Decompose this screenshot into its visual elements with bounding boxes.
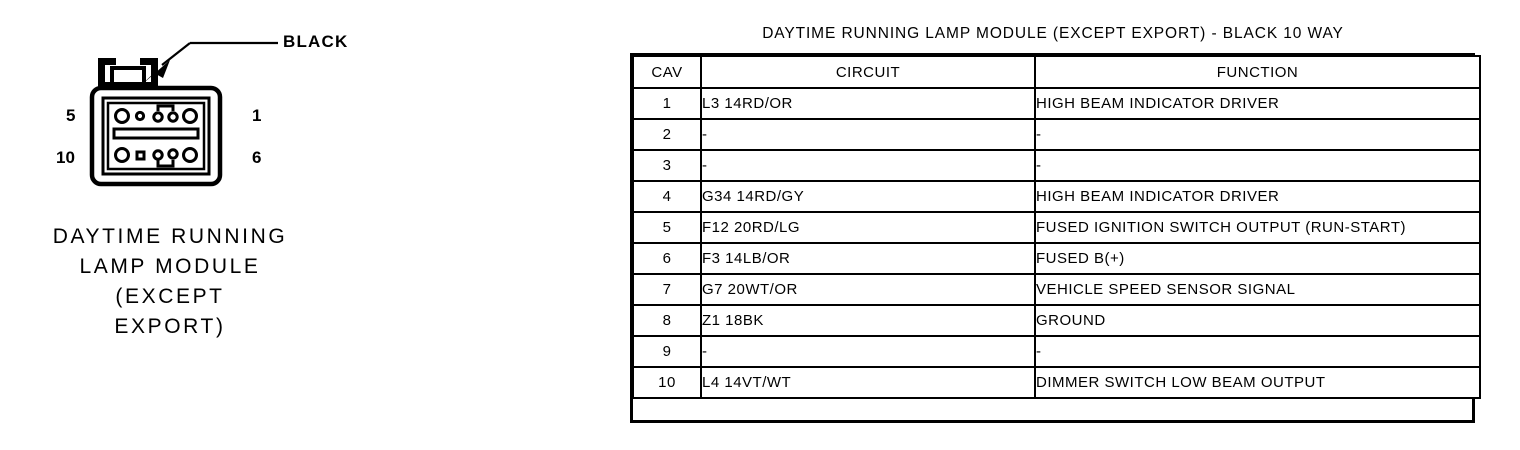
cell-cav: 8 [632, 304, 702, 337]
header-circuit: CIRCUIT [700, 55, 1036, 89]
connector-top-key-notch [156, 104, 175, 111]
cavity-2 [167, 111, 179, 123]
connector-divider-bar [112, 127, 200, 140]
cell-cav: 5 [632, 211, 702, 244]
cell-circuit: F12 20RD/LG [700, 211, 1036, 244]
cell-circuit: L3 14RD/OR [700, 87, 1036, 120]
caption-line-4: EXPORT) [114, 315, 226, 338]
cell-cav: 3 [632, 149, 702, 182]
arrow-pointer-icon [138, 60, 170, 88]
cell-function: - [1034, 118, 1481, 151]
pinout-table-header: CAV CIRCUIT FUNCTION [632, 55, 1481, 89]
black-callout-leader [138, 41, 278, 88]
cell-function: FUSED IGNITION SWITCH OUTPUT (RUN-START) [1034, 211, 1481, 244]
cell-circuit: F3 14LB/OR [700, 242, 1036, 275]
cell-cav: 9 [632, 335, 702, 368]
table-row: 3-- [632, 149, 1481, 182]
pinout-table-title: DAYTIME RUNNING LAMP MODULE (EXCEPT EXPO… [762, 25, 1344, 42]
cavity-3 [152, 111, 164, 123]
pin-number-6: 6 [252, 148, 262, 167]
pin-number-5: 5 [66, 106, 76, 125]
cell-circuit: Z1 18BK [700, 304, 1036, 337]
connector-figure: BLACK 5 10 1 6 [30, 10, 347, 200]
leader-diagonal-segment [161, 42, 191, 66]
cell-function: GROUND [1034, 304, 1481, 337]
connector-body-drawing [89, 58, 223, 187]
cell-cav: 7 [632, 273, 702, 306]
connector-caption: DAYTIME RUNNING LAMP MODULE (EXCEPT EXPO… [0, 222, 340, 342]
caption-line-3: (EXCEPT [115, 285, 225, 308]
cell-cav: 2 [632, 118, 702, 151]
cell-cav: 10 [632, 366, 702, 399]
header-function: FUNCTION [1034, 55, 1481, 89]
cavity-7 [167, 148, 179, 160]
cavity-9 [135, 150, 146, 161]
table-row: 9-- [632, 335, 1481, 368]
cell-function: - [1034, 149, 1481, 182]
cell-cav: 1 [632, 87, 702, 120]
cell-function: HIGH BEAM INDICATOR DRIVER [1034, 180, 1481, 213]
pin-number-10: 10 [56, 148, 75, 167]
connector-left-tab-icon [98, 58, 116, 88]
cell-function: - [1034, 335, 1481, 368]
pinout-table-panel: DAYTIME RUNNING LAMP MODULE (EXCEPT EXPO… [630, 0, 1520, 450]
cell-circuit: L4 14VT/WT [700, 366, 1036, 399]
cell-circuit: G7 20WT/OR [700, 273, 1036, 306]
caption-line-1: DAYTIME RUNNING [52, 225, 288, 248]
cavity-8 [152, 149, 164, 161]
cell-cav: 6 [632, 242, 702, 275]
cavity-6 [182, 147, 198, 163]
cell-function: HIGH BEAM INDICATOR DRIVER [1034, 87, 1481, 120]
connector-bottom-key-notch [156, 160, 175, 168]
connector-right-tab-icon [140, 58, 158, 88]
cell-cav: 4 [632, 180, 702, 213]
cavity-5 [114, 108, 130, 124]
cavity-4 [134, 110, 146, 122]
pin-number-1: 1 [252, 106, 262, 125]
caption-line-2: LAMP MODULE [79, 255, 261, 278]
cell-circuit: - [700, 118, 1036, 151]
black-connector-callout-label: BLACK [283, 32, 349, 51]
cell-function: DIMMER SWITCH LOW BEAM OUTPUT [1034, 366, 1481, 399]
header-cav: CAV [632, 55, 702, 89]
connector-cavity-frame [106, 101, 206, 171]
cavity-1 [182, 108, 198, 124]
cell-function: VEHICLE SPEED SENSOR SIGNAL [1034, 273, 1481, 306]
cell-circuit: G34 14RD/GY [700, 180, 1036, 213]
connector-illustration-panel: BLACK 5 10 1 6 DAYTIME RUNNING LAMP MODU… [0, 0, 600, 450]
table-row: 2-- [632, 118, 1481, 151]
cell-function: FUSED B(+) [1034, 242, 1481, 275]
header-row: CAV CIRCUIT FUNCTION [632, 55, 1481, 89]
connector-inner-frame [101, 96, 211, 176]
cell-circuit: - [700, 335, 1036, 368]
cell-circuit: - [700, 149, 1036, 182]
cavity-10 [114, 147, 130, 163]
